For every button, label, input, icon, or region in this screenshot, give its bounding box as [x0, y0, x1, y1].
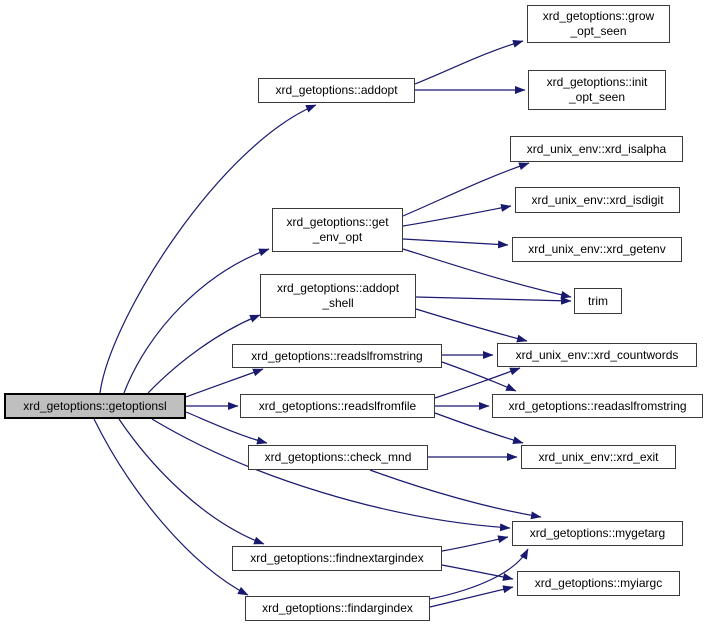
- node-grow_opt_seen[interactable]: xrd_getoptions::grow_opt_seen: [527, 5, 670, 43]
- node-label-line: xrd_getoptions::addopt: [276, 281, 400, 295]
- edge-readslfromstring-to-readaslfromstring: [441, 361, 517, 392]
- node-label-line: xrd_getoptions::readslfromstring: [251, 348, 423, 363]
- node-label-line: xrd_getoptions::findnextargindex: [250, 551, 424, 565]
- edge-getoptionsl-to-addopt_shell: [147, 314, 261, 394]
- node-label-line: xrd_getoptions::grow: [542, 9, 655, 23]
- edge-getoptionsl-to-addopt: [99, 104, 317, 394]
- node-addopt_shell[interactable]: xrd_getoptions::addopt_shell: [260, 274, 416, 318]
- node-xrd_countwords[interactable]: xrd_unix_env::xrd_countwords: [497, 343, 697, 367]
- node-getoptionsl[interactable]: xrd_getoptions::getoptionsl: [4, 393, 186, 419]
- node-label-line: xrd_getoptions::mygetarg: [529, 526, 666, 540]
- node-xrd_getenv[interactable]: xrd_unix_env::xrd_getenv: [512, 237, 682, 262]
- node-label-line: xrd_unix_env::xrd_isalpha: [526, 141, 667, 156]
- node-label-line: trim: [588, 293, 608, 308]
- edge-addopt_shell-to-trim: [415, 296, 572, 305]
- edge-check_mnd-to-mygetarg: [369, 469, 542, 520]
- node-trim[interactable]: trim: [574, 288, 622, 314]
- edge-getoptionsl-to-mygetarg: [151, 418, 511, 532]
- edge-readslfromfile-to-xrd_countwords: [434, 367, 521, 399]
- edge-addopt-to-grow_opt_seen: [414, 39, 524, 85]
- node-label-line: xrd_getoptions::init: [546, 75, 648, 89]
- node-label-line: _env_opt: [312, 230, 363, 244]
- node-findnextargindex[interactable]: xrd_getoptions::findnextargindex: [232, 546, 442, 571]
- node-label-line: xrd_getoptions::check_mnd: [264, 450, 412, 464]
- edge-getoptionsl-to-findnextargindex: [118, 418, 265, 545]
- node-label-line: xrd_getoptions::get: [286, 215, 389, 229]
- node-label-line: xrd_getoptions::getoptionsl: [23, 398, 167, 413]
- node-myiargc[interactable]: xrd_getoptions::myiargc: [517, 571, 680, 596]
- node-label-line: xrd_unix_env::xrd_countwords: [515, 347, 679, 362]
- edge-getoptionsl-to-findargindex: [93, 418, 249, 596]
- node-xrd_isdigit[interactable]: xrd_unix_env::xrd_isdigit: [515, 187, 680, 213]
- edge-addopt_shell-to-xrd_countwords: [415, 308, 528, 343]
- node-label-line: _opt_seen: [570, 24, 627, 38]
- edge-findnextargindex-to-mygetarg: [441, 535, 509, 552]
- edge-getoptionsl-to-get_env_opt: [123, 248, 270, 394]
- node-label-line: xrd_getoptions::findargindex: [262, 601, 413, 615]
- node-mygetarg[interactable]: xrd_getoptions::mygetarg: [512, 521, 683, 546]
- node-label-line: xrd_getoptions::readslfromfile: [258, 398, 417, 413]
- edge-findargindex-to-myiargc: [429, 585, 514, 608]
- node-xrd_exit[interactable]: xrd_unix_env::xrd_exit: [521, 445, 676, 469]
- edge-get_env_opt-to-xrd_getenv: [402, 238, 509, 249]
- node-get_env_opt[interactable]: xrd_getoptions::get_env_opt: [272, 208, 403, 252]
- node-readslfromstring[interactable]: xrd_getoptions::readslfromstring: [232, 344, 442, 368]
- node-label-line: xrd_getoptions::readaslfromstring: [508, 398, 687, 413]
- node-label-line: xrd_unix_env::xrd_isdigit: [531, 192, 664, 207]
- node-label-line: xrd_getoptions::myiargc: [534, 576, 663, 590]
- edge-get_env_opt-to-xrd_isdigit: [402, 203, 512, 227]
- node-label-line: xrd_unix_env::xrd_exit: [538, 449, 659, 464]
- edge-readslfromfile-to-xrd_exit: [434, 412, 524, 444]
- edge-getoptionsl-to-readslfromstring: [185, 368, 264, 398]
- node-findargindex[interactable]: xrd_getoptions::findargindex: [245, 596, 430, 621]
- edge-get_env_opt-to-xrd_isalpha: [402, 162, 530, 217]
- node-xrd_isalpha[interactable]: xrd_unix_env::xrd_isalpha: [510, 136, 683, 162]
- node-label-line: xrd_unix_env::xrd_getenv: [528, 242, 666, 256]
- edge-get_env_opt-to-trim: [402, 248, 572, 299]
- node-label-line: _shell: [322, 296, 354, 310]
- node-init_opt_seen[interactable]: xrd_getoptions::init_opt_seen: [528, 70, 666, 110]
- node-label-line: _opt_seen: [568, 90, 626, 104]
- node-check_mnd[interactable]: xrd_getoptions::check_mnd: [248, 445, 428, 470]
- node-label-line: xrd_getoptions::addopt: [275, 83, 398, 97]
- node-addopt[interactable]: xrd_getoptions::addopt: [258, 78, 415, 103]
- edge-findnextargindex-to-myiargc: [441, 564, 514, 581]
- node-readslfromfile[interactable]: xrd_getoptions::readslfromfile: [240, 394, 435, 418]
- edge-findargindex-to-mygetarg: [429, 548, 529, 600]
- edge-getoptionsl-to-check_mnd: [185, 411, 268, 445]
- node-readaslfromstring[interactable]: xrd_getoptions::readaslfromstring: [492, 394, 703, 418]
